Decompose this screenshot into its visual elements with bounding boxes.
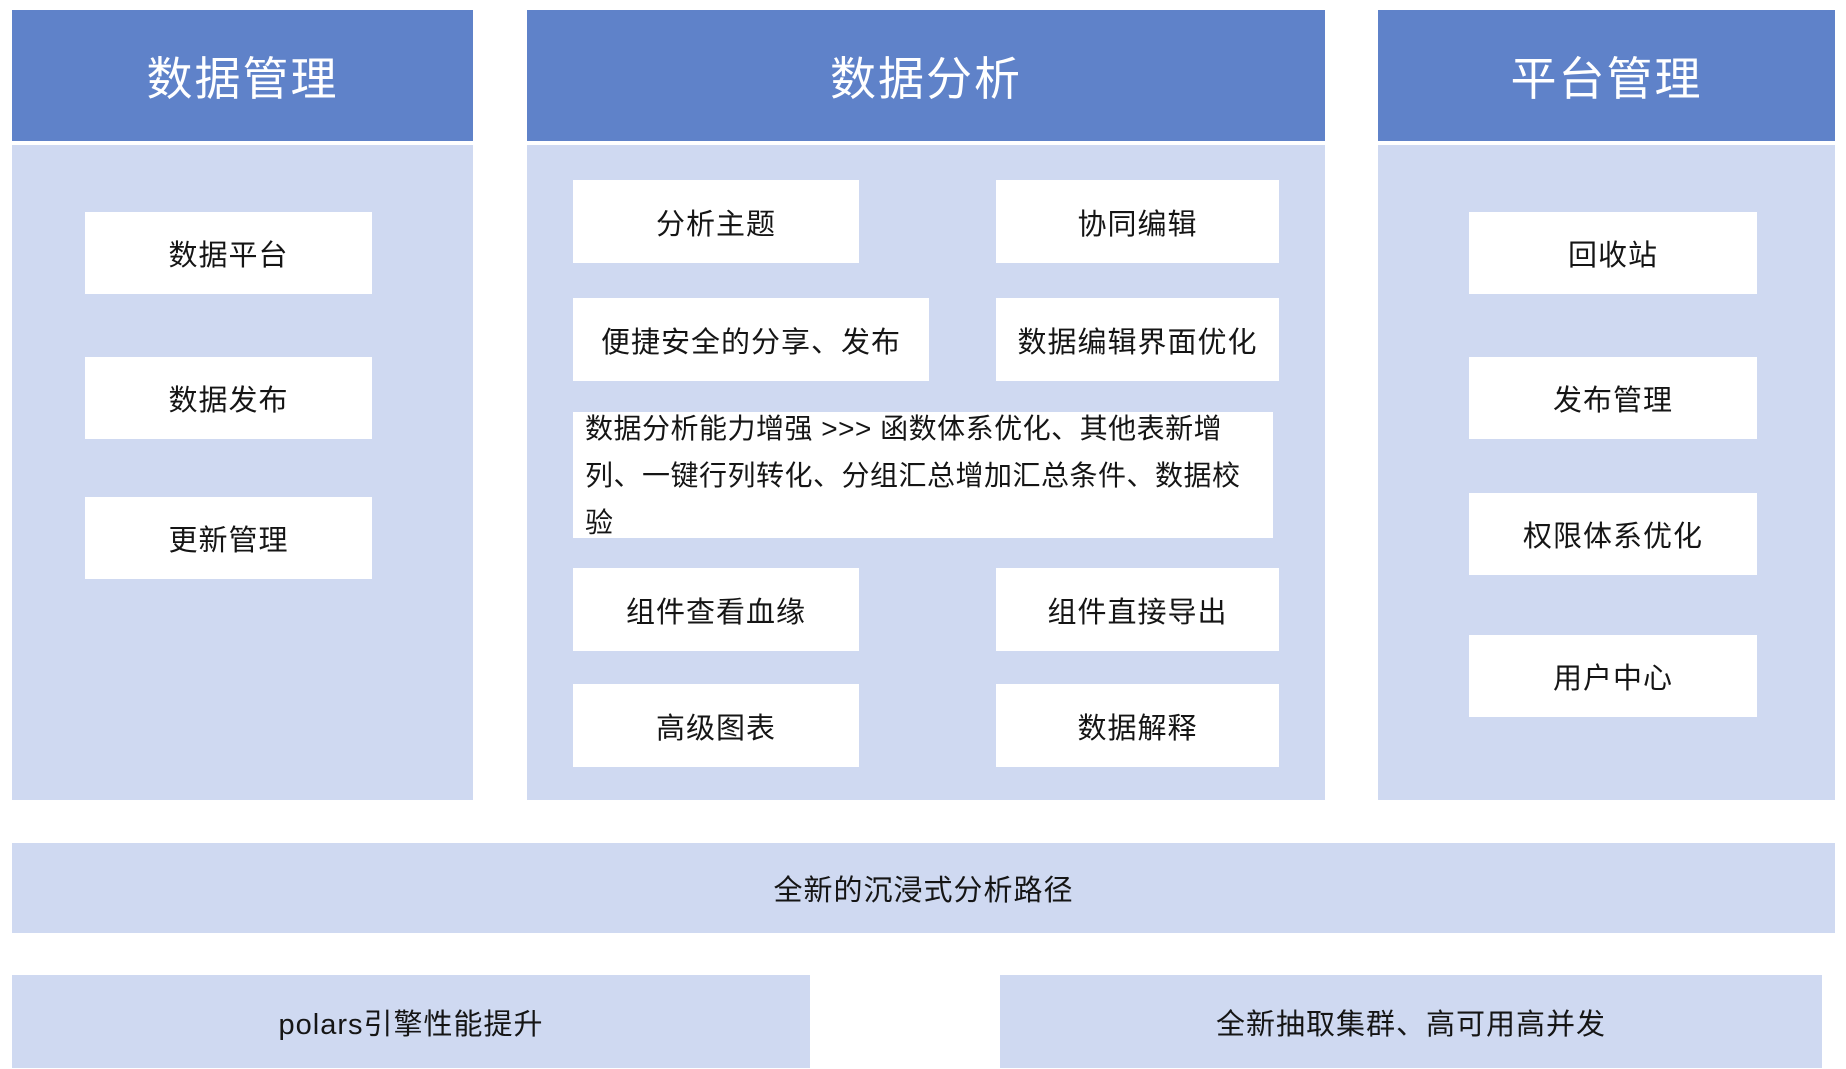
capability-enhancement-line1: 数据分析能力增强 >>> 函数体系优化、其他表新增 <box>585 412 1223 444</box>
feature-box-easy-secure-sharing: 便捷安全的分享、发布 <box>573 298 929 381</box>
column-header-data-analysis: 数据分析 <box>527 10 1325 141</box>
feature-box-data-publish: 数据发布 <box>85 357 372 439</box>
feature-box-permission-system-optimization: 权限体系优化 <box>1469 493 1757 575</box>
feature-box-analysis-topic: 分析主题 <box>573 180 859 263</box>
feature-box-recycle-bin: 回收站 <box>1469 212 1757 294</box>
feature-box-data-edit-ui-optimization: 数据编辑界面优化 <box>996 298 1279 381</box>
feature-box-collaborative-editing: 协同编辑 <box>996 180 1279 263</box>
column-header-platform-management: 平台管理 <box>1378 10 1835 141</box>
feature-box-advanced-charts: 高级图表 <box>573 684 859 767</box>
feature-box-component-export: 组件直接导出 <box>996 568 1279 651</box>
feature-box-publish-management: 发布管理 <box>1469 357 1757 439</box>
capability-enhancement-line2: 列、一键行列转化、分组汇总增加汇总条件、数据校验 <box>585 459 1241 538</box>
column-body-data-analysis: 分析主题 协同编辑 便捷安全的分享、发布 数据编辑界面优化 数据分析能力增强 >… <box>527 145 1325 800</box>
feature-box-data-interpretation: 数据解释 <box>996 684 1279 767</box>
column-header-data-management: 数据管理 <box>12 10 473 141</box>
feature-box-update-management: 更新管理 <box>85 497 372 579</box>
feature-box-data-platform: 数据平台 <box>85 212 372 294</box>
column-body-data-management: 数据平台 数据发布 更新管理 <box>12 145 473 800</box>
column-body-platform-management: 回收站 发布管理 权限体系优化 用户中心 <box>1378 145 1835 800</box>
column-platform-management: 平台管理 回收站 发布管理 权限体系优化 用户中心 <box>1378 10 1835 800</box>
banner-extraction-cluster: 全新抽取集群、高可用高并发 <box>1000 975 1822 1068</box>
banner-polars-engine: polars引擎性能提升 <box>12 975 810 1068</box>
column-data-management: 数据管理 数据平台 数据发布 更新管理 <box>12 10 473 800</box>
column-data-analysis: 数据分析 分析主题 协同编辑 便捷安全的分享、发布 数据编辑界面优化 数据分析能… <box>527 10 1325 800</box>
feature-box-user-center: 用户中心 <box>1469 635 1757 717</box>
feature-box-component-lineage: 组件查看血缘 <box>573 568 859 651</box>
banner-immersive-analysis-path: 全新的沉浸式分析路径 <box>12 843 1835 933</box>
feature-box-capability-enhancement: 数据分析能力增强 >>> 函数体系优化、其他表新增 列、一键行列转化、分组汇总增… <box>573 412 1273 538</box>
